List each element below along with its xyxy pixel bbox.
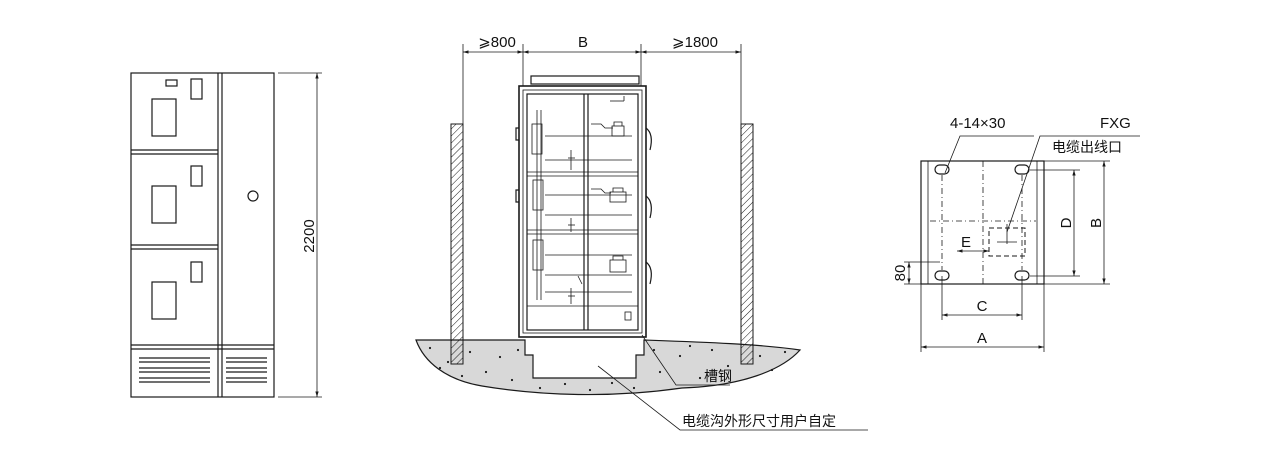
label-bolt-holes: 4-14×30 xyxy=(950,115,1005,132)
label-channel-steel: 槽钢 xyxy=(704,369,732,385)
front-elevation: 2200 xyxy=(130,72,322,398)
side-section: ⩾800 B ⩾1800 槽钢 电缆沟外形尺寸用户自定 xyxy=(415,34,868,431)
dim-cabinet-depth: B xyxy=(578,34,588,51)
dim-a: A xyxy=(977,330,987,347)
dim-80: 80 xyxy=(892,265,909,282)
left-wall xyxy=(450,123,464,365)
dim-b: B xyxy=(1088,218,1105,228)
dim-c: C xyxy=(977,298,988,315)
dim-d: D xyxy=(1058,217,1075,228)
concrete-dots xyxy=(428,344,787,392)
label-fxg: FXG xyxy=(1100,115,1131,132)
label-cable-outlet: 电缆出线口 xyxy=(1052,140,1122,156)
height-dimension: 2200 xyxy=(301,219,318,252)
base-plan: E 4-14×30 FXG 电缆出线口 D B 80 C A xyxy=(892,115,1140,352)
right-wall xyxy=(740,123,754,365)
dim-e: E xyxy=(961,234,971,251)
dim-left-clearance: ⩾800 xyxy=(478,34,516,51)
label-cable-trench: 电缆沟外形尺寸用户自定 xyxy=(682,413,836,430)
dim-right-clearance: ⩾1800 xyxy=(672,34,718,51)
